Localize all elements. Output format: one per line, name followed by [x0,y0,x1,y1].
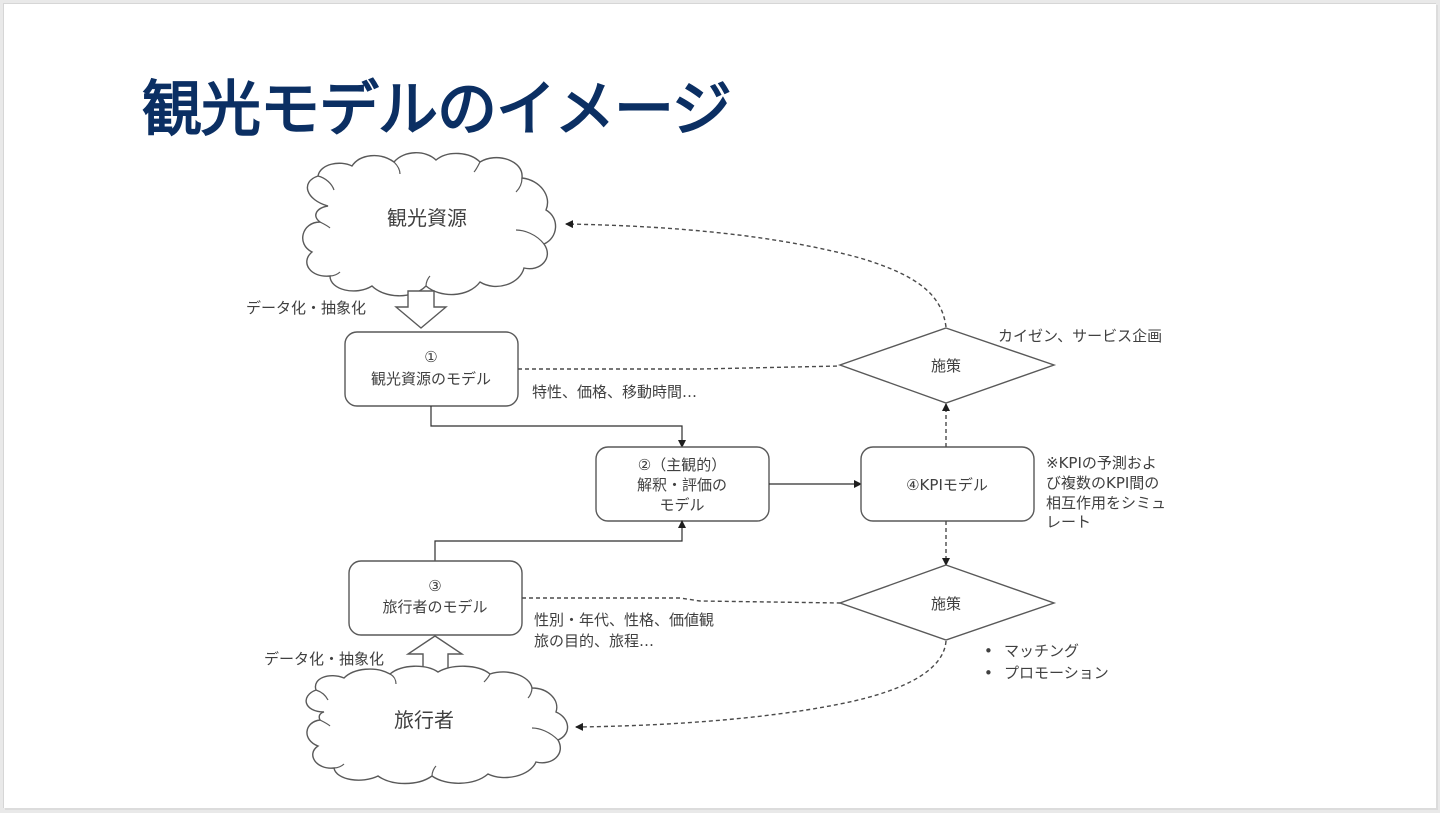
bullet-icon: • [984,664,993,682]
down-block-arrow-icon [394,290,448,329]
diamond-lower-measures: 施策 [837,564,1057,641]
dashed-arrow-upper-diamond-to-tourism-resources [565,220,947,328]
cloud-travelers: 旅行者 [305,665,569,785]
data-abstraction-label-top: データ化・抽象化 [246,299,366,317]
bullet-icon: • [984,642,993,660]
box-interpretation-line1: ②（主観的） [638,456,726,474]
lower-measures-list: • マッチング • プロモーション [984,642,1109,682]
box-resource-model-label: 観光資源のモデル [371,370,491,388]
cloud-tourism-resources: 観光資源 [302,152,557,297]
kpi-note-line-3: 相互作用をシミュ [1046,494,1166,512]
traveler-attributes-line-2: 旅の目的、旅程… [534,632,654,650]
lower-measure-item: プロモーション [1004,664,1109,682]
resource-attributes-annotation: 特性、価格、移動時間… [532,383,697,401]
slide-title: 観光モデルのイメージ [142,75,732,145]
cloud-label-tourism-resources: 観光資源 [387,206,467,230]
box-interpretation-line2: 解釈・評価の [637,476,727,494]
lower-measure-item: マッチング [1004,642,1079,660]
cloud-label-travelers: 旅行者 [394,708,454,732]
kpi-note-line-2: び複数のKPI間の [1046,474,1159,492]
upper-measures-annotation: カイゼン、サービス企画 [998,327,1162,345]
box-resource-model-number: ① [424,348,437,366]
box-traveler-model: ③ 旅行者のモデル [348,560,523,636]
box-traveler-model-label: 旅行者のモデル [382,598,487,616]
box-kpi-model: ④KPIモデル [860,446,1035,522]
diamond-upper-label: 施策 [931,357,961,375]
box-interpretation-line3: モデル [659,496,704,514]
box-interpretation-model: ②（主観的） 解釈・評価の モデル [595,446,770,522]
box-resource-model: ① 観光資源のモデル [344,331,519,407]
arrow-traveler-model-to-interpretation-model [434,520,686,561]
cloud-shape-icon [302,152,557,297]
kpi-note-line-4: レート [1046,513,1091,531]
data-abstraction-label-bottom: データ化・抽象化 [264,650,384,668]
box-traveler-model-number: ③ [428,577,441,595]
diamond-lower-label: 施策 [931,595,961,613]
arrow-resource-model-to-interpretation-model [430,406,686,448]
dashed-arrow-lower-diamond-to-travelers [575,640,947,731]
slide: 観光モデルのイメージ [3,3,1436,808]
dashed-link-resource-model-to-upper-diamond [518,365,841,370]
kpi-note-line-1: ※KPIの予測およ [1046,454,1157,472]
traveler-attributes-line-1: 性別・年代、性格、価値観 [534,611,714,629]
box-kpi-model-label: ④KPIモデル [906,476,988,494]
dashed-link-traveler-model-to-lower-diamond [522,597,841,604]
kpi-note: ※KPIの予測およ び複数のKPI間の 相互作用をシミュ レート [1046,454,1166,531]
